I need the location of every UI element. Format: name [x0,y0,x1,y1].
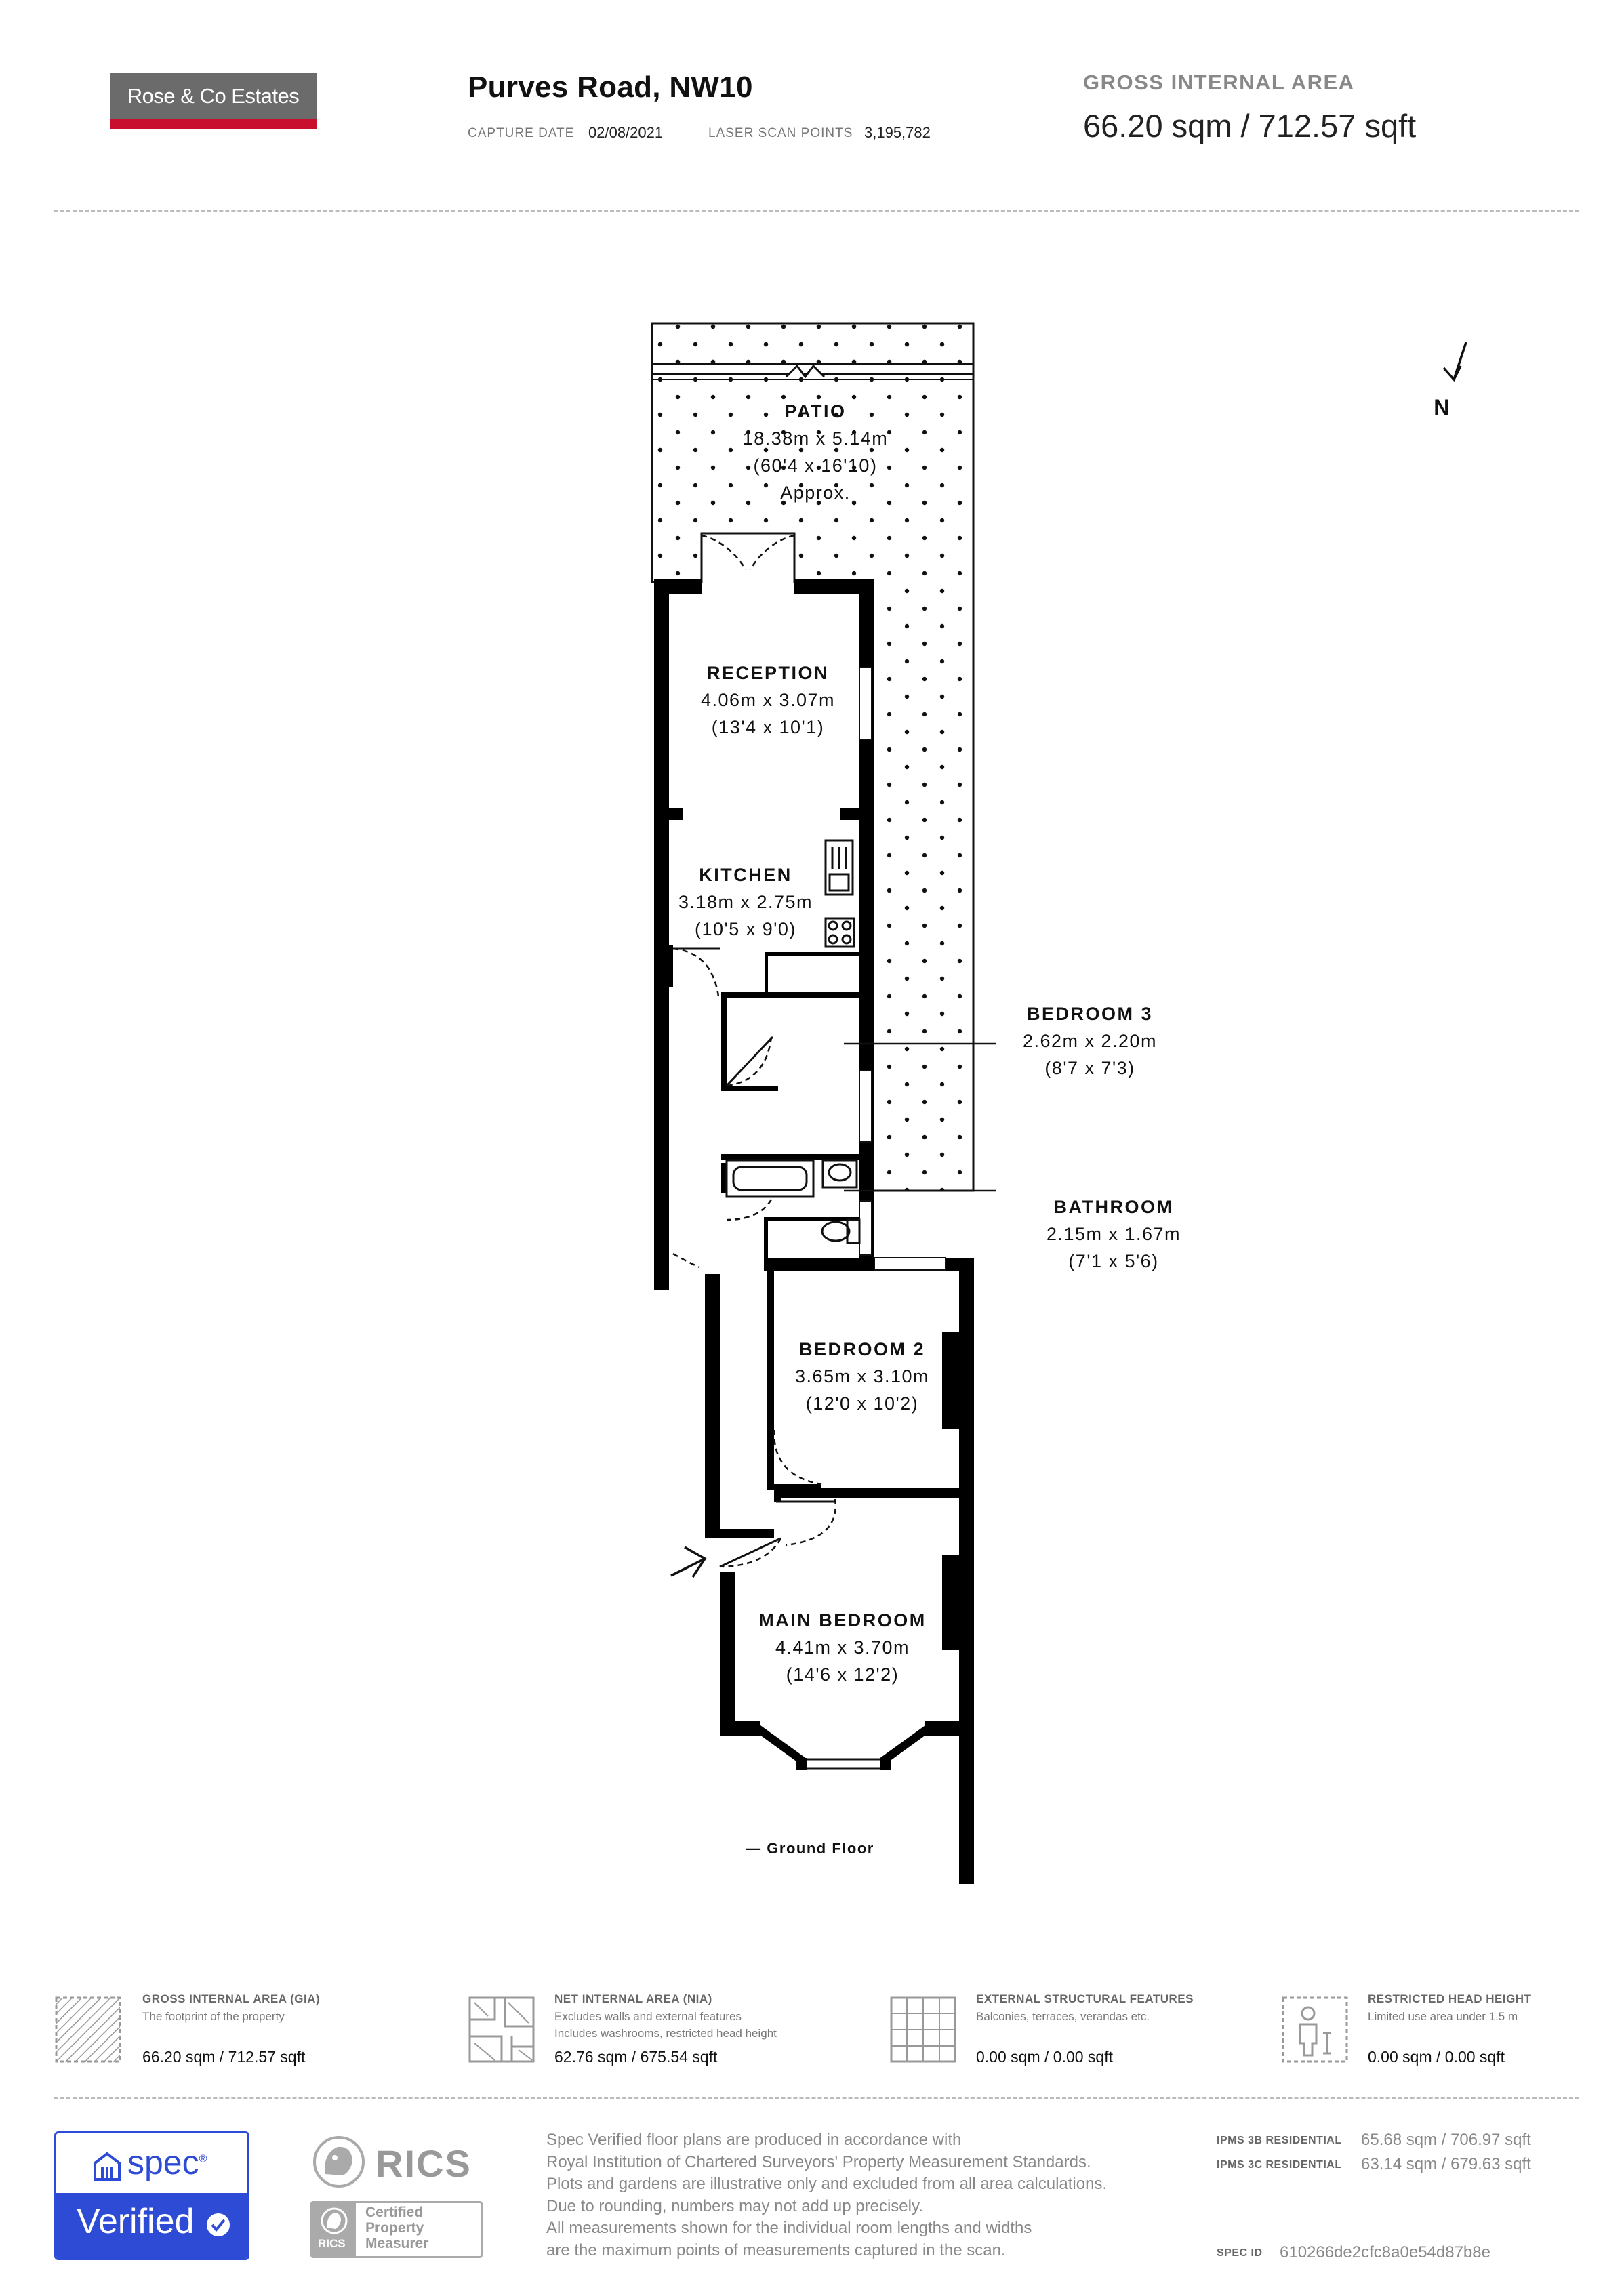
check-circle-icon [207,2213,230,2236]
svg-text:(12'0 x 10'2): (12'0 x 10'2) [806,1393,918,1414]
svg-text:PATIO: PATIO [785,401,847,422]
svg-text:4.06m x 3.07m: 4.06m x 3.07m [701,690,835,710]
rics-certified-text: Certified Property Measurer [365,2205,429,2251]
capture-date-label: CAPTURE DATE [468,126,575,140]
legend-external-title: EXTERNAL STRUCTURAL FEATURES [976,1992,1194,2005]
room-label-bedroom-3: BEDROOM 3 2.62m x 2.20m (8'7 x 7'3) [1023,1004,1157,1078]
legend-external-desc: Balconies, terraces, verandas etc. [976,2010,1150,2023]
nia-plan-icon [468,1996,535,2063]
legend-gia-title: GROSS INTERNAL AREA (GIA) [142,1992,321,2005]
room-label-patio: PATIO 18.38m x 5.14m (60'4 x 16'10) Appr… [743,401,889,503]
legend-external [889,1996,957,2067]
disclaimer-text: Spec Verified floor plans are produced i… [546,2131,1108,2259]
person-headroom-icon [1282,1996,1348,2063]
company-logo: Rose & Co Estates [110,73,317,129]
north-arrow-icon [1442,342,1467,382]
legend-nia-desc-1: Excludes walls and external features [554,2010,742,2023]
svg-text:(14'6 x 12'2): (14'6 x 12'2) [786,1664,899,1685]
toilet-icon [821,1218,861,1244]
ipms-3b-value: 65.68 sqm / 706.97 sqft [1361,2131,1531,2149]
bathroom-fixtures [725,1159,861,1244]
legend-nia-value: 62.76 sqm / 675.54 sqft [554,2048,718,2066]
door-leaves [673,535,835,1568]
scan-points-label: LASER SCAN POINTS [708,126,853,140]
leader-lines [844,1042,996,1192]
doors [672,534,836,1568]
kitchen-fixtures [824,839,855,948]
svg-text:(13'4 x 10'1): (13'4 x 10'1) [712,717,824,737]
legend-head-height-desc: Limited use area under 1.5 m [1368,2010,1518,2023]
rics-wordmark: RICS [375,2142,472,2185]
room-label-kitchen: KITCHEN 3.18m x 2.75m (10'5 x 9'0) [678,865,813,939]
legend-head-height [1281,1996,1349,2067]
room-label-main-bedroom: MAIN BEDROOM 4.41m x 3.70m (14'6 x 12'2) [758,1610,927,1685]
spec-house-icon [94,2152,121,2181]
legend-gia-desc: The footprint of the property [142,2010,285,2023]
svg-text:MAIN BEDROOM: MAIN BEDROOM [758,1610,927,1631]
ipms-3c-value: 63.14 sqm / 679.63 sqft [1361,2155,1531,2173]
svg-text:RECEPTION: RECEPTION [707,663,829,683]
scan-points-value: 3,195,782 [864,124,931,141]
bathtub-icon [725,1159,815,1198]
svg-text:KITCHEN: KITCHEN [699,865,792,885]
svg-text:(10'5 x 9'0): (10'5 x 9'0) [695,919,796,939]
gia-value: 66.20 sqm / 712.57 sqft [1083,108,1417,144]
svg-text:2.15m x 1.67m: 2.15m x 1.67m [1047,1224,1181,1244]
rics-certified-badge: RICS Certified Property Measurer [310,2201,483,2258]
floor-plan: N PATIO 18.38m x 5.14m (60'4 x 16'10) Ap… [651,322,1467,1884]
svg-text:3.65m x 3.10m: 3.65m x 3.10m [795,1366,929,1387]
rics-lion-icon [313,2136,365,2188]
svg-text:2.62m x 2.20m: 2.62m x 2.20m [1023,1031,1157,1051]
hob-icon [824,917,855,948]
svg-text:(7'1 x 5'6): (7'1 x 5'6) [1068,1251,1158,1271]
legend-head-height-title: RESTRICTED HEAD HEIGHT [1368,1992,1532,2005]
svg-text:BEDROOM 3: BEDROOM 3 [1027,1004,1153,1024]
spec-id-label: SPEC ID [1217,2247,1263,2259]
legend-gia [54,1996,122,2067]
svg-text:(60'4 x 16'10): (60'4 x 16'10) [754,455,878,476]
ipms-3c-label: IPMS 3C RESIDENTIAL [1217,2159,1342,2171]
svg-text:BATHROOM: BATHROOM [1054,1197,1174,1217]
svg-text:18.38m x 5.14m: 18.38m x 5.14m [743,428,889,449]
svg-text:(8'7 x 7'3): (8'7 x 7'3) [1044,1058,1135,1078]
spec-id-value: 610266de2cfc8a0e54d87b8e [1280,2243,1490,2261]
room-label-bathroom: BATHROOM 2.15m x 1.67m (7'1 x 5'6) [1047,1197,1181,1271]
svg-text:3.18m x 2.75m: 3.18m x 2.75m [678,892,813,912]
legend-head-height-value: 0.00 sqm / 0.00 sqft [1368,2048,1505,2066]
sink-icon [824,839,854,896]
spec-wordmark: spec® [127,2144,207,2181]
legend-gia-value: 66.20 sqm / 712.57 sqft [142,2048,306,2066]
grid-icon [890,1996,956,2063]
property-address: Purves Road, NW10 [468,70,753,104]
legend-nia [468,1996,535,2067]
room-label-reception: RECEPTION 4.06m x 3.07m (13'4 x 10'1) [701,663,835,737]
legend-nia-title: NET INTERNAL AREA (NIA) [554,1992,712,2005]
room-label-bedroom-2: BEDROOM 2 3.65m x 3.10m (12'0 x 10'2) [795,1339,929,1414]
basin-icon [821,1159,858,1189]
spec-verified-badge: spec® Verified [54,2131,249,2260]
logo-accent-bar [110,119,317,129]
patio-area [651,322,975,1192]
rics-lion-small-icon [321,2207,348,2234]
verified-label: Verified [77,2202,195,2241]
rics-small-label: RICS [318,2237,346,2250]
rics-logo: RICS RICS Certified Property Measurer [310,2133,487,2258]
ipms-3b-label: IPMS 3B RESIDENTIAL [1217,2135,1342,2146]
gia-label: GROSS INTERNAL AREA [1083,70,1355,94]
svg-text:BEDROOM 2: BEDROOM 2 [799,1339,925,1359]
hatched-square-icon [55,1996,121,2063]
company-name: Rose & Co Estates [110,73,317,119]
legend-external-value: 0.00 sqm / 0.00 sqft [976,2048,1114,2066]
capture-date-value: 02/08/2021 [588,124,664,141]
svg-text:4.41m x 3.70m: 4.41m x 3.70m [775,1637,910,1658]
floor-label: — Ground Floor [746,1840,874,1857]
legend-nia-desc-2: Includes washrooms, restricted head heig… [554,2027,777,2040]
footer-divider [54,2097,1579,2099]
svg-text:Approx.: Approx. [780,483,851,503]
header-divider [54,210,1579,212]
entrance-arrow-icon [670,1546,707,1578]
north-label: N [1434,395,1451,419]
windows [859,667,946,1271]
bay-window [752,1725,933,1770]
